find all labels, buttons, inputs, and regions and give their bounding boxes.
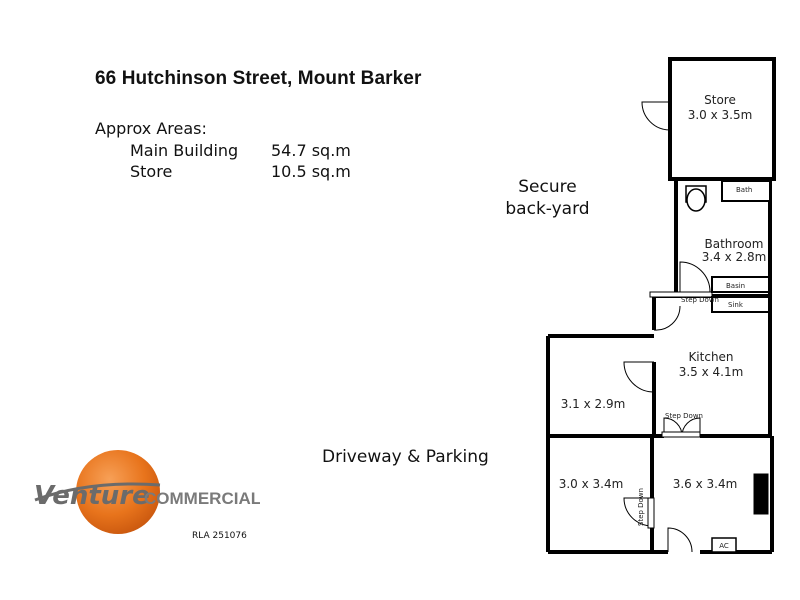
left-lower-room-dims: 3.0 x 3.4m (559, 477, 624, 491)
step-down-strip-2 (661, 431, 701, 438)
kitchen-name: Kitchen (688, 350, 733, 364)
basin-label: Basin (726, 282, 745, 290)
bath-fixture (721, 180, 771, 202)
basin-fixture (711, 276, 770, 293)
fireplace-block (753, 473, 769, 515)
backyard-label-line1: Secure (518, 177, 577, 197)
area-main-building-value: 54.7 sq.m (271, 141, 351, 160)
logo-orange-circle-icon (76, 450, 160, 534)
logo-swoosh-icon (34, 482, 161, 502)
backyard-label: Secure back-yard (495, 176, 600, 220)
property-address-heading: 66 Hutchinson Street, Mount Barker (95, 68, 422, 89)
store-dims: 3.0 x 3.5m (688, 108, 753, 122)
toilet-bowl-icon (686, 188, 706, 212)
venture-commercial-logo: Venture COMMERCIAL (30, 440, 261, 550)
bathroom-name: Bathroom (705, 237, 764, 251)
logo-graphic: Venture COMMERCIAL (34, 450, 261, 534)
step-down-strip-3 (647, 497, 655, 529)
ac-label: AC (719, 542, 729, 550)
bathroom-dims: 3.4 x 2.8m (702, 250, 767, 264)
kitchen-top-door (653, 305, 681, 331)
entry-door (667, 527, 693, 553)
store-name: Store (704, 93, 736, 107)
bath-label: Bath (736, 186, 752, 194)
sink-fixture (711, 296, 770, 313)
approx-areas-title: Approx Areas: (95, 119, 207, 138)
area-store-name: Store (130, 162, 173, 181)
sink-label: Sink (728, 301, 744, 309)
kitchen-side-door (623, 361, 655, 393)
logo-brand-text: Venture (34, 481, 150, 511)
ac-unit (711, 537, 737, 553)
door-swings (623, 101, 713, 553)
lower-divider-door (623, 497, 653, 527)
step-down-label-2: Step Down (665, 412, 703, 420)
rla-number: RLA 251076 (192, 531, 247, 541)
step-down-strip-1 (649, 291, 713, 298)
right-lower-room-dims: 3.6 x 3.4m (673, 477, 738, 491)
plan-walls (546, 57, 776, 554)
step-down-label-3: Step Down (637, 488, 645, 526)
driveway-label: Driveway & Parking (322, 447, 489, 467)
bathroom-door (679, 261, 711, 293)
area-main-building-name: Main Building (130, 141, 239, 160)
store-door (641, 101, 671, 131)
left-upper-room-dims: 3.1 x 2.9m (561, 397, 626, 411)
logo-sub-text: COMMERCIAL (144, 489, 260, 508)
fixtures (685, 180, 771, 553)
area-store-value: 10.5 sq.m (271, 162, 351, 181)
step-down-label-1: Step Down (681, 296, 719, 304)
kitchen-dims: 3.5 x 4.1m (679, 365, 744, 379)
backyard-label-line2: back-yard (505, 199, 590, 219)
store-walls (668, 57, 776, 181)
